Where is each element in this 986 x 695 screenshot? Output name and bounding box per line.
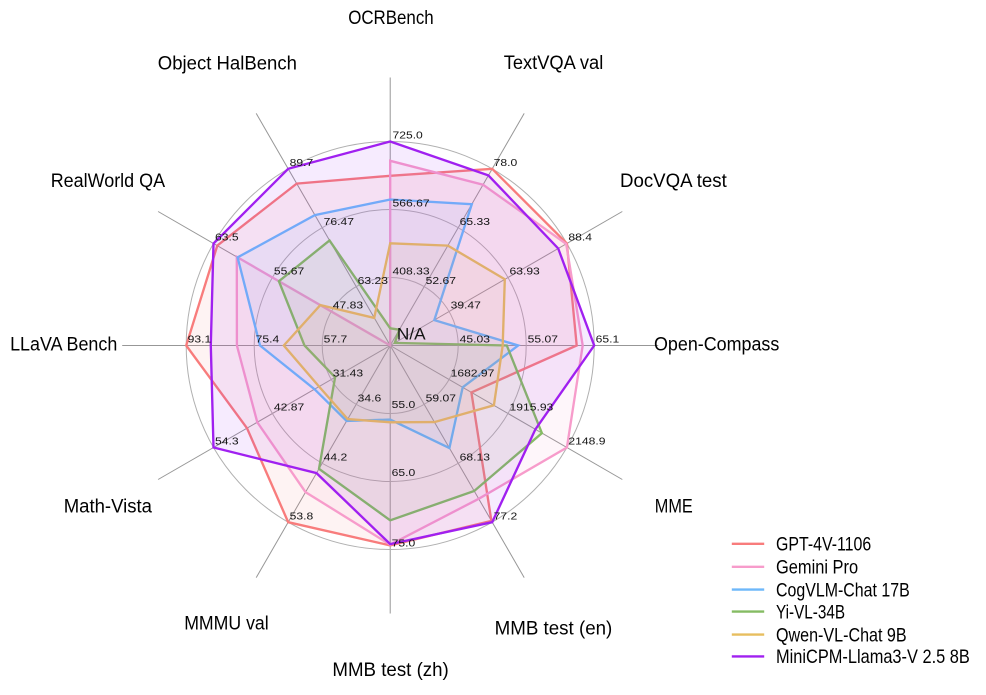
- svg-text:89.7: 89.7: [290, 158, 314, 169]
- svg-text:88.4: 88.4: [568, 233, 592, 244]
- svg-text:TextVQA val: TextVQA val: [504, 52, 604, 74]
- svg-text:1682.97: 1682.97: [451, 369, 495, 380]
- svg-text:57.7: 57.7: [324, 335, 348, 346]
- svg-text:63.93: 63.93: [510, 267, 541, 278]
- svg-text:2148.9: 2148.9: [568, 437, 606, 448]
- svg-text:34.6: 34.6: [358, 394, 382, 405]
- svg-text:MMB test (en): MMB test (en): [495, 618, 613, 640]
- svg-text:MMB test (zh): MMB test (zh): [332, 659, 448, 681]
- svg-text:65.33: 65.33: [460, 217, 491, 228]
- svg-text:Yi-VL-34B: Yi-VL-34B: [776, 601, 845, 623]
- svg-text:65.0: 65.0: [392, 468, 416, 479]
- svg-text:47.83: 47.83: [333, 301, 364, 312]
- svg-text:63.5: 63.5: [215, 233, 239, 244]
- svg-text:OCRBench: OCRBench: [348, 7, 434, 29]
- svg-text:39.47: 39.47: [451, 301, 482, 312]
- svg-text:76.47: 76.47: [324, 217, 355, 228]
- svg-text:Open-Compass: Open-Compass: [654, 334, 779, 356]
- svg-text:N/A: N/A: [397, 325, 426, 344]
- svg-text:78.0: 78.0: [494, 158, 518, 169]
- svg-text:65.1: 65.1: [596, 335, 620, 346]
- svg-text:MME: MME: [655, 496, 693, 518]
- svg-text:45.03: 45.03: [460, 335, 491, 346]
- svg-text:Qwen-VL-Chat 9B: Qwen-VL-Chat 9B: [776, 624, 907, 646]
- svg-text:53.8: 53.8: [290, 511, 314, 522]
- svg-text:93.1: 93.1: [188, 335, 212, 346]
- svg-text:55.0: 55.0: [392, 400, 416, 411]
- svg-text:1915.93: 1915.93: [510, 403, 554, 414]
- svg-text:MiniCPM-Llama3-V 2.5 8B: MiniCPM-Llama3-V 2.5 8B: [776, 646, 970, 668]
- svg-text:68.13: 68.13: [460, 453, 491, 464]
- svg-text:59.07: 59.07: [426, 394, 457, 405]
- svg-text:55.07: 55.07: [528, 335, 559, 346]
- svg-text:566.67: 566.67: [393, 199, 431, 210]
- svg-text:44.2: 44.2: [324, 453, 348, 464]
- svg-text:42.87: 42.87: [274, 403, 305, 414]
- svg-text:408.33: 408.33: [393, 267, 431, 278]
- svg-text:CogVLM-Chat 17B: CogVLM-Chat 17B: [776, 579, 910, 601]
- svg-text:725.0: 725.0: [393, 131, 424, 142]
- svg-text:63.23: 63.23: [358, 276, 389, 287]
- svg-text:31.43: 31.43: [333, 369, 364, 380]
- svg-text:Object HalBench: Object HalBench: [158, 53, 297, 75]
- svg-text:54.3: 54.3: [215, 437, 239, 448]
- svg-text:75.4: 75.4: [256, 335, 280, 346]
- svg-text:DocVQA test: DocVQA test: [620, 170, 727, 192]
- svg-text:52.67: 52.67: [426, 276, 457, 287]
- svg-text:MMMU val: MMMU val: [184, 612, 269, 634]
- svg-text:75.0: 75.0: [392, 539, 416, 550]
- svg-text:Gemini Pro: Gemini Pro: [776, 557, 858, 579]
- svg-text:77.2: 77.2: [494, 511, 518, 522]
- svg-text:Math-Vista: Math-Vista: [64, 496, 152, 518]
- svg-text:RealWorld QA: RealWorld QA: [51, 170, 166, 192]
- svg-text:GPT-4V-1106: GPT-4V-1106: [776, 534, 871, 556]
- svg-text:LLaVA Bench: LLaVA Bench: [10, 333, 117, 355]
- svg-text:55.67: 55.67: [274, 267, 305, 278]
